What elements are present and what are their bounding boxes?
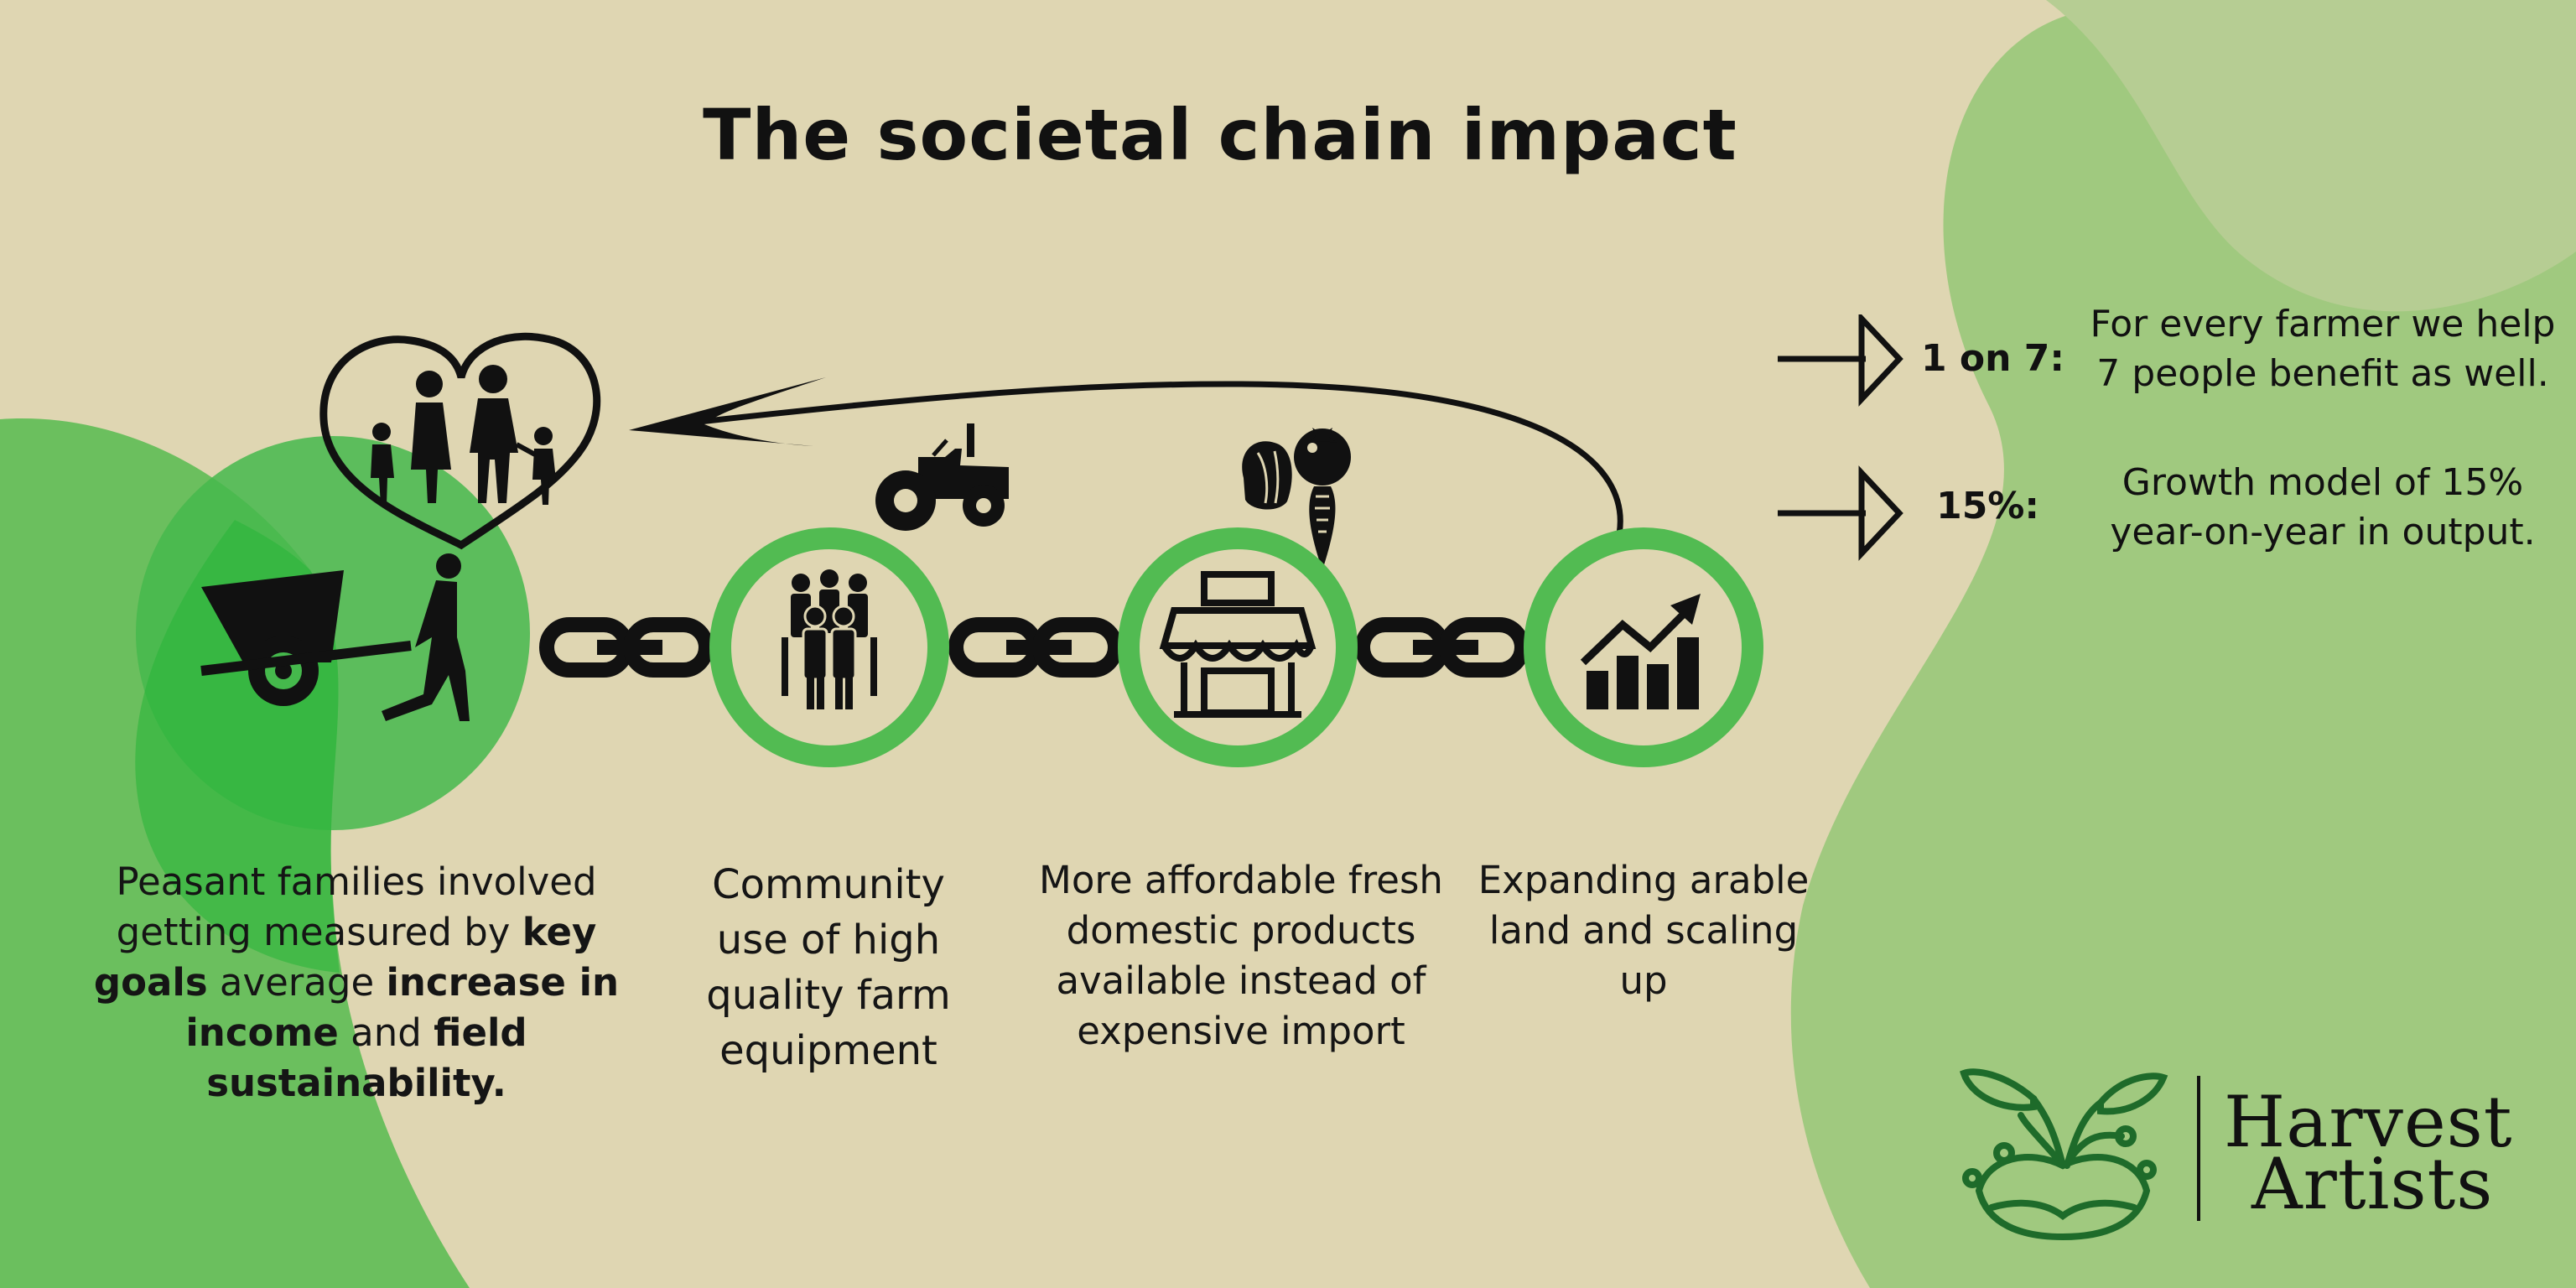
caption-peasant-families: Peasant families involved getting measur… [84,857,629,1109]
stat-text-growth: Growth model of 15% year-on-year in outp… [2110,461,2536,553]
community-ring [709,527,949,767]
brand-name-line2: Artists [2251,1143,2494,1225]
page-title: The societal chain impact [703,94,1737,176]
caption-part: average [207,960,387,1005]
brand-divider [2197,1076,2200,1221]
chain-link-icon [948,617,1123,678]
growth-ring [1524,527,1763,767]
tractor-icon [875,423,1009,531]
right-upper-blob [2046,0,2576,312]
right-arrow-icon [1778,314,1903,407]
stat-text-ratio: For every farmer we help 7 people benefi… [2090,303,2556,395]
stat-arrows [1778,314,1903,561]
caption-part-bold: increase in income [185,960,620,1055]
market-stall-icon [1159,571,1317,718]
sprout-logo-icon [1960,1068,2168,1241]
caption-community: Community use of high quality farm equip… [706,861,951,1074]
chain-link-icon [1355,617,1530,678]
chain-link-icon [539,617,714,678]
caption-part-bold: field sustainability. [206,1010,527,1105]
caption-part-bold: key goals [93,910,597,1005]
caption-part: and [338,1010,434,1055]
caption-affordable-products: More affordable fresh domestic products … [1039,858,1443,1053]
right-arrow-icon [1778,465,1903,561]
market-ring [1118,527,1358,767]
stat-label-growth: 15%: [1936,485,2039,527]
vegetables-icon [1242,428,1351,570]
curved-arrow-icon [629,377,1623,539]
right-green-blob [1790,0,2576,1288]
people-group-icon [782,569,877,709]
growth-chart-icon [1580,594,1701,709]
brand-name-line1: Harvest [2224,1081,2513,1163]
stat-label-ratio: 1 on 7: [1920,337,2064,380]
caption-part: Peasant families involved getting measur… [116,860,597,954]
caption-expanding-land: Expanding arable land and scaling up [1478,858,1810,1003]
cart-farmer-icon [200,553,470,721]
family-heart-icon [319,332,601,550]
